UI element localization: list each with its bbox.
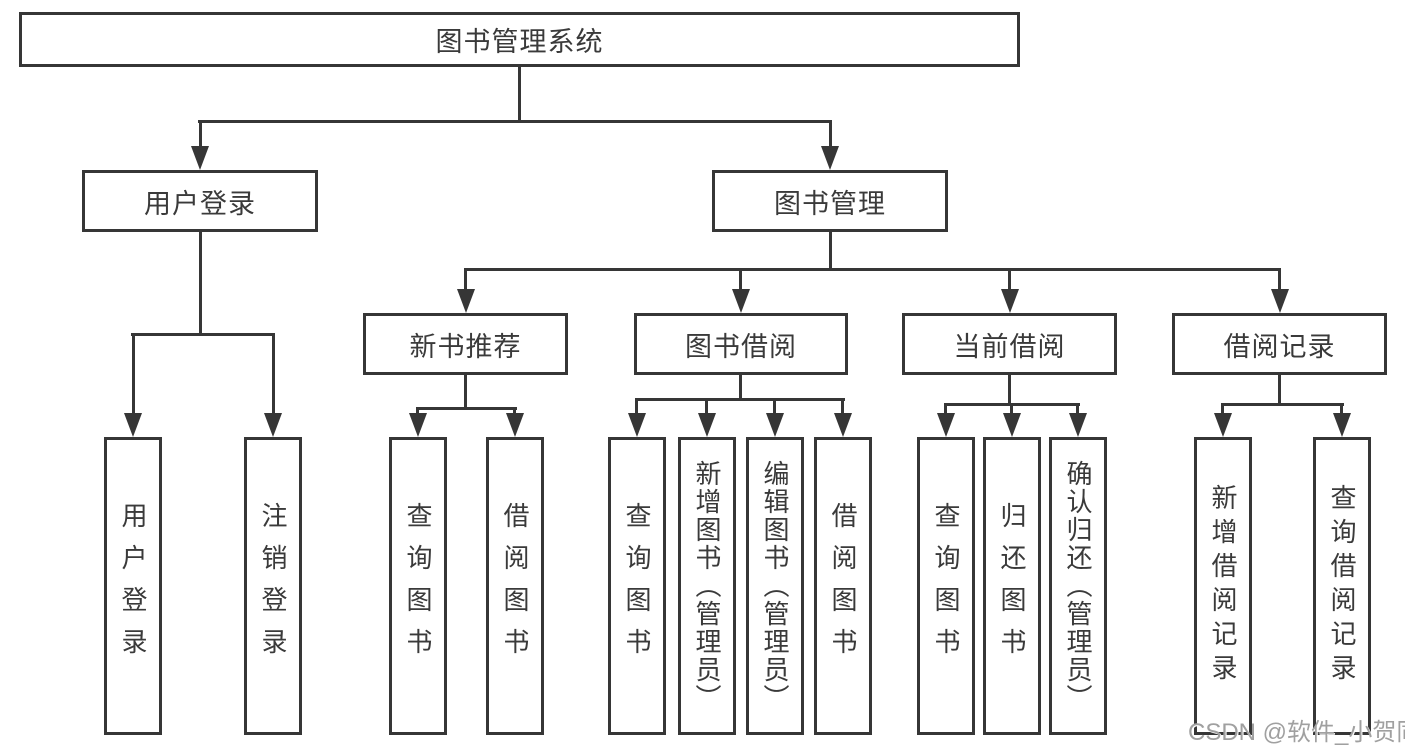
node-label: 查询图书 <box>931 502 961 670</box>
node-borrow-records: 借阅记录 <box>1172 313 1387 375</box>
node-library-management-system: 图书管理系统 <box>19 12 1020 67</box>
csdn-watermark: CSDN @软件_小贺同学 <box>1188 719 1405 746</box>
arrowhead-icon <box>821 146 839 170</box>
connector-drop <box>1008 268 1011 290</box>
connector-drop <box>1076 403 1079 415</box>
connector-stem <box>739 375 742 398</box>
arrowhead-icon <box>834 413 852 437</box>
node-label: 查询借阅记录 <box>1327 484 1357 688</box>
arrowhead-icon <box>191 146 209 170</box>
arrowhead-icon <box>506 413 524 437</box>
node-new-book-recommend: 新书推荐 <box>363 313 568 375</box>
connector-level2-bar <box>198 120 832 123</box>
node-book-borrow: 图书借阅 <box>634 313 848 375</box>
leaf-add-books-admin: 新增图书（管理员） <box>678 437 736 735</box>
arrowhead-icon <box>1069 413 1087 437</box>
node-label: 注销登录 <box>258 502 288 670</box>
node-user-login: 用户登录 <box>82 170 318 232</box>
arrowhead-icon <box>698 413 716 437</box>
connector-drop <box>199 120 202 147</box>
leaf-borrow-books-recommend: 借阅图书 <box>486 437 544 735</box>
node-label: 归还图书 <box>997 502 1027 670</box>
arrowhead-icon <box>628 413 646 437</box>
connector-bar <box>1221 403 1344 406</box>
connector-level3-bar <box>464 268 1281 271</box>
connector-drop <box>272 333 275 414</box>
leaf-query-borrow-record: 查询借阅记录 <box>1313 437 1371 735</box>
node-label: 图书管理系统 <box>435 27 604 57</box>
node-label: 用户登录 <box>118 502 148 670</box>
connector-drop <box>841 398 844 415</box>
node-label: 图书管理 <box>774 188 886 219</box>
connector-drop <box>1010 403 1013 415</box>
node-label: 借阅图书 <box>500 502 530 670</box>
node-label: 查询图书 <box>403 502 433 670</box>
node-label: 借阅记录 <box>1223 331 1336 362</box>
arrowhead-icon <box>1271 289 1289 313</box>
connector-stem <box>1278 375 1281 403</box>
node-label: 新增图书（管理员） <box>692 460 722 712</box>
leaf-query-books-current: 查询图书 <box>917 437 975 735</box>
connector-drop <box>1221 403 1224 415</box>
arrowhead-icon <box>1214 413 1232 437</box>
connector-drop <box>464 268 467 290</box>
connector-drop <box>132 333 135 414</box>
arrowhead-icon <box>264 413 282 437</box>
connector-stem <box>1008 375 1011 403</box>
connector-drop <box>416 407 419 415</box>
leaf-borrow-books: 借阅图书 <box>814 437 872 735</box>
arrowhead-icon <box>409 413 427 437</box>
leaf-query-books-borrow: 查询图书 <box>608 437 666 735</box>
connector-stem <box>829 232 832 268</box>
arrowhead-icon <box>1001 289 1019 313</box>
leaf-add-borrow-record: 新增借阅记录 <box>1194 437 1252 735</box>
leaf-query-books-recommend: 查询图书 <box>389 437 447 735</box>
node-label: 借阅图书 <box>828 502 858 670</box>
connector-drop <box>513 407 516 415</box>
arrowhead-icon <box>1003 413 1021 437</box>
connector-drop <box>1340 403 1343 415</box>
connector-drop <box>705 398 708 415</box>
leaf-confirm-return-admin: 确认归还（管理员） <box>1049 437 1107 735</box>
node-label: 当前借阅 <box>953 331 1066 362</box>
leaf-user-login: 用户登录 <box>104 437 162 735</box>
leaf-return-books: 归还图书 <box>983 437 1041 735</box>
connector-root-stem <box>518 67 521 120</box>
connector-drop <box>829 120 832 147</box>
node-label: 确认归还（管理员） <box>1063 460 1093 712</box>
connector-drop <box>1278 268 1281 290</box>
connector-drop <box>635 398 638 415</box>
node-label: 新书推荐 <box>409 331 522 362</box>
arrowhead-icon <box>766 413 784 437</box>
node-label: 查询图书 <box>622 502 652 670</box>
node-label: 用户登录 <box>144 188 256 219</box>
connector-drop <box>944 403 947 415</box>
node-label: 新增借阅记录 <box>1208 484 1238 688</box>
arrowhead-icon <box>1333 413 1351 437</box>
connector-stem <box>464 375 467 407</box>
node-label: 编辑图书（管理员） <box>760 460 790 712</box>
connector-stem <box>199 232 202 333</box>
connector-drop <box>739 268 742 290</box>
connector-bar <box>635 398 845 401</box>
connector-drop <box>773 398 776 415</box>
arrowhead-icon <box>124 413 142 437</box>
node-label: 图书借阅 <box>685 331 797 362</box>
connector-bar <box>131 333 274 336</box>
node-current-borrow: 当前借阅 <box>902 313 1117 375</box>
leaf-logout: 注销登录 <box>244 437 302 735</box>
arrowhead-icon <box>732 289 750 313</box>
connector-bar <box>416 407 517 410</box>
leaf-edit-books-admin: 编辑图书（管理员） <box>746 437 804 735</box>
node-book-management: 图书管理 <box>712 170 948 232</box>
arrowhead-icon <box>937 413 955 437</box>
arrowhead-icon <box>457 289 475 313</box>
